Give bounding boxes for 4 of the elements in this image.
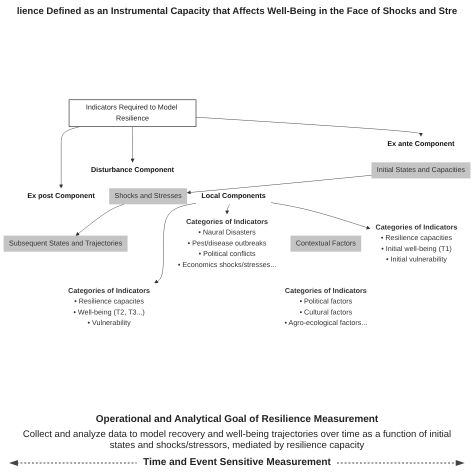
section-heading: Operational and Analytical Goal of Resilience Measurement [96,414,378,425]
diagram-title: lience Defined as an Instrumental Capacity that Affects Well-Being in the Face of Shocks and Stre [16,6,458,17]
timeline-label: Time and Event Sensitive Measurement [143,457,331,468]
description-paragraph: Collect and analyze data to model recovery and well-being trajectories over time as a function of initial states and shocks/stressors, mediated by resilience capacity [22,429,452,451]
